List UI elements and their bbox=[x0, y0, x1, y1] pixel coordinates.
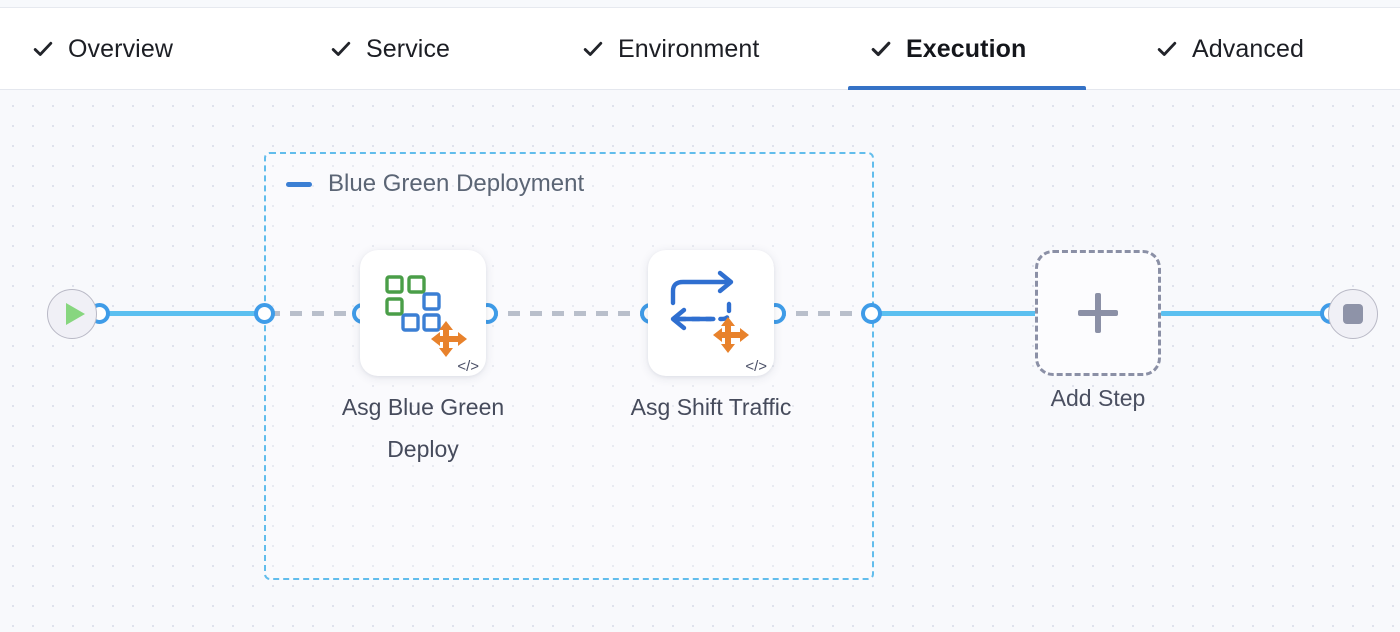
add-step-node[interactable]: Add Step bbox=[1035, 250, 1161, 411]
tab-label: Environment bbox=[618, 35, 760, 63]
check-icon bbox=[33, 41, 53, 56]
edge-group-to-add-step bbox=[874, 311, 1040, 316]
connector-dot-group-in[interactable] bbox=[254, 303, 275, 324]
tab-service[interactable]: Service bbox=[326, 8, 491, 90]
code-badge-icon: </> bbox=[745, 358, 767, 375]
tab-label: Execution bbox=[906, 35, 1027, 63]
step-group-title: Blue Green Deployment bbox=[328, 170, 585, 197]
check-icon bbox=[871, 41, 891, 57]
step-label: Asg Shift Traffic bbox=[630, 394, 792, 420]
check-icon bbox=[1157, 41, 1177, 56]
edge-add-step-to-end bbox=[1160, 311, 1330, 316]
check-icon bbox=[331, 41, 351, 56]
pipeline-canvas[interactable]: Blue Green Deployment bbox=[0, 90, 1400, 632]
tab-execution[interactable]: Execution bbox=[848, 8, 1086, 91]
connector-dot-group-out[interactable] bbox=[861, 303, 882, 324]
start-node[interactable] bbox=[47, 289, 97, 339]
step-group-blue-green-deployment[interactable] bbox=[264, 152, 874, 580]
edge-group-to-step-1 bbox=[268, 311, 366, 316]
edge-start-to-group bbox=[100, 311, 268, 316]
edge-step-1-to-step-2 bbox=[486, 311, 654, 316]
step-card: </> bbox=[648, 250, 774, 376]
tab-label: Service bbox=[366, 35, 451, 63]
asg-shift-traffic-icon bbox=[670, 270, 749, 353]
add-step-label: Add Step bbox=[1050, 385, 1146, 411]
step-label: Asg Blue Green Deploy bbox=[341, 394, 505, 462]
add-step-box bbox=[1035, 250, 1161, 376]
step-node-asg-blue-green-deploy[interactable]: </> Asg Blue Green Deploy bbox=[342, 250, 504, 462]
tab-environment[interactable]: Environment bbox=[578, 8, 806, 90]
window-top-strip bbox=[0, 0, 1400, 8]
tab-advanced[interactable]: Advanced bbox=[1152, 8, 1350, 90]
edge-step-2-to-group-end bbox=[774, 311, 874, 316]
stop-icon bbox=[1343, 304, 1363, 324]
tab-label: Advanced bbox=[1192, 35, 1304, 63]
step-group-header: Blue Green Deployment bbox=[286, 170, 584, 198]
tab-overview[interactable]: Overview bbox=[28, 8, 233, 90]
code-badge-icon: </> bbox=[457, 358, 479, 375]
tab-label: Overview bbox=[68, 35, 173, 63]
step-card: </> bbox=[360, 250, 486, 376]
stage-tab-bar: Overview Service Environment Execution bbox=[0, 8, 1400, 91]
tab-active-underline bbox=[848, 86, 1086, 91]
plus-icon-vertical bbox=[1095, 293, 1101, 333]
minus-icon[interactable] bbox=[286, 181, 312, 187]
play-icon bbox=[65, 303, 85, 325]
end-node[interactable] bbox=[1328, 289, 1378, 339]
check-icon bbox=[583, 41, 603, 56]
step-node-asg-shift-traffic[interactable]: </> Asg Shift Traffic bbox=[631, 250, 791, 420]
asg-blue-green-deploy-icon bbox=[385, 275, 467, 357]
